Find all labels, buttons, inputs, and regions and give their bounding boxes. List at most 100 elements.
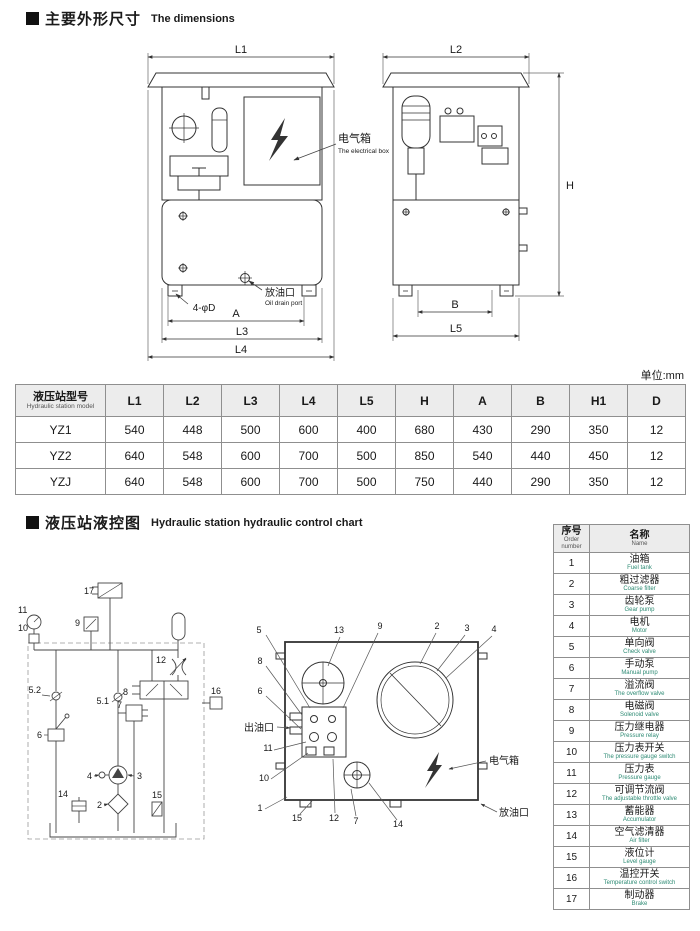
- crosshair-mark: [502, 208, 510, 216]
- part-name-zh: 空气滤清器: [614, 827, 665, 838]
- dim-col: L1: [105, 384, 164, 417]
- part-name-zh: 温控开关: [619, 869, 660, 880]
- part-name-zh: 单向阀: [624, 638, 655, 649]
- callout-7: 7: [117, 700, 122, 710]
- callout-3: 3: [137, 771, 142, 781]
- part-name: 压力表开关 The pressure gauge switch: [589, 741, 690, 763]
- parts-header-no-en: Order number: [561, 537, 582, 550]
- parts-header-row: 序号 Order number 名称 Name: [553, 524, 690, 553]
- oil-outlet-arrow: [276, 726, 291, 730]
- part-number: 12: [553, 783, 590, 805]
- part-name-en: The adjustable throttle valve: [601, 796, 678, 802]
- mounting-holes-label: 4-φD: [193, 303, 216, 314]
- parts-table-row: 11 压力表 Pressure gauge: [553, 762, 690, 784]
- part-name-en: Solenoid valve: [619, 712, 660, 718]
- side-tab: [518, 244, 528, 252]
- parts-header-name-zh: 名称: [629, 529, 650, 541]
- part-number: 4: [553, 615, 590, 637]
- parts-table-row: 1 油箱 Fuel tank: [553, 552, 690, 574]
- parts-col-number: 序号 Order number: [553, 524, 590, 553]
- dim-label-l1: L1: [235, 44, 247, 56]
- part-name: 油箱 Fuel tank: [589, 552, 690, 574]
- electrical-box-label: 电气箱: [489, 754, 519, 767]
- part-number: 5: [553, 636, 590, 658]
- dim-cell: 440: [511, 442, 570, 469]
- part-name-zh: 蓄能器: [624, 806, 655, 817]
- dim-cell: 12: [627, 468, 686, 495]
- top-plate: [382, 72, 530, 88]
- part-name: 蓄能器 Accumulator: [589, 804, 690, 826]
- part-number: 2: [553, 573, 590, 595]
- dim-cell: 540: [105, 416, 164, 443]
- callout-4-arrow: [93, 774, 100, 778]
- drain-label-en: Oil drain port: [265, 300, 302, 307]
- part-name: 溢流阀 The overflow valve: [589, 678, 690, 700]
- ebox-arrow: [448, 760, 487, 770]
- dim-cell: 700: [279, 442, 338, 469]
- part-name: 手动泵 Manual pump: [589, 657, 690, 679]
- upper-body: [161, 86, 323, 201]
- part-number: 13: [553, 804, 590, 826]
- station-body: [392, 86, 520, 286]
- part-name: 液位计 Level gauge: [589, 846, 690, 868]
- callout-12: 12: [156, 655, 166, 665]
- part-name-en: Fuel tank: [627, 565, 652, 571]
- part-name-zh: 粗过滤器: [619, 575, 660, 586]
- parts-table-row: 4 电机 Motor: [553, 615, 690, 637]
- part-name-en: Level gauge: [623, 859, 656, 865]
- part-name: 温控开关 Temperature control switch: [589, 867, 690, 889]
- part-number: 8: [553, 699, 590, 721]
- callout-3: 3: [464, 623, 469, 633]
- part-number: 11: [553, 762, 590, 784]
- dim-cell: 12: [627, 442, 686, 469]
- valve-manifold-top: [289, 706, 347, 758]
- part-name-zh: 电磁阀: [624, 701, 655, 712]
- part-name: 单向阀 Check valve: [589, 636, 690, 658]
- air-filter-top: [343, 761, 371, 789]
- unit-label: 单位:mm: [640, 370, 684, 382]
- dim-col-model: 液压站型号 Hydraulic station model: [15, 384, 106, 417]
- check-valve-52-symbol: [49, 650, 63, 729]
- part-name: 可调节流阀 The adjustable throttle valve: [589, 783, 690, 805]
- front-view-drawing: L1 A L3 L4 4-φD 放油口 Oil drain port 电气箱 T…: [147, 44, 390, 361]
- parts-table-row: 15 液位计 Level gauge: [553, 846, 690, 868]
- part-name: 电磁阀 Solenoid valve: [589, 699, 690, 721]
- hydraulic-schematic: 17 11 10 9 12 16 5.2 5.1 8 7 6 4 3 2 14 …: [18, 582, 223, 840]
- section2-title-zh: 液压站液控图: [45, 515, 142, 532]
- solenoid-valve-symbol: [132, 650, 189, 833]
- dim-cell: 500: [221, 416, 280, 443]
- oil-outlet-label: 出油口: [244, 721, 274, 734]
- dim-cell: 290: [511, 416, 570, 443]
- parts-table-row: 3 齿轮泵 Gear pump: [553, 594, 690, 616]
- callout-6: 6: [37, 730, 42, 740]
- parts-table-row: 13 蓄能器 Accumulator: [553, 804, 690, 826]
- dim-cell: 750: [395, 468, 454, 495]
- part-name: 压力继电器 Pressure relay: [589, 720, 690, 742]
- parts-table-row: 6 手动泵 Manual pump: [553, 657, 690, 679]
- part-number: 16: [553, 867, 590, 889]
- electrical-box: [243, 96, 321, 186]
- ebox-leader: [293, 143, 337, 161]
- callout-8: 8: [123, 687, 128, 697]
- dim-cell: 540: [453, 442, 512, 469]
- holes-leader: [175, 293, 189, 305]
- dim-cell: 290: [511, 468, 570, 495]
- dim-cell-model: YZ1: [15, 416, 106, 443]
- dim-cell: 548: [163, 442, 222, 469]
- throttle-valve-symbol: [169, 650, 187, 681]
- dim-col: L4: [279, 384, 338, 417]
- callout-5: 5: [256, 625, 261, 635]
- part-name-zh: 压力表开关: [614, 743, 665, 754]
- parts-header-name-en: Name: [631, 540, 648, 547]
- tank-top-outline: [284, 641, 479, 801]
- dim-cell: 450: [569, 442, 628, 469]
- dim-table-row: YZJ 640 548 600 700 500 750 440 290 350 …: [15, 468, 686, 495]
- foot: [389, 799, 402, 808]
- callout-16: 16: [211, 686, 221, 696]
- callout-5-1: 5.1: [96, 696, 109, 706]
- parts-table-row: 2 粗过滤器 Coarse filter: [553, 573, 690, 595]
- heading-bullet-square: [26, 516, 39, 529]
- dim-cell-model: YZ2: [15, 442, 106, 469]
- foot-left: [398, 284, 413, 297]
